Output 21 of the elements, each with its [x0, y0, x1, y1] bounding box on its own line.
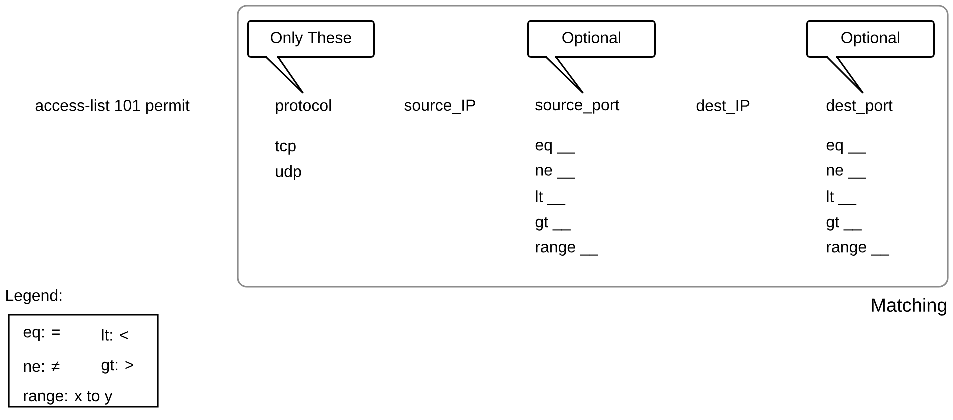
option-text: lt __ — [827, 190, 857, 206]
option-text: udp — [276, 166, 302, 180]
option-text: range __ — [827, 244, 890, 256]
option-text: range __ — [536, 244, 599, 256]
command-text: access-list 101 permit — [36, 100, 190, 114]
option-text: gt __ — [826, 217, 862, 231]
node-label: Legend: — [6, 290, 62, 304]
option-text: lt __ — [536, 190, 566, 206]
speech-bubble: Only These — [247, 20, 375, 94]
option-text: ne __ — [536, 167, 576, 179]
option-text: eq __ — [536, 142, 576, 154]
option-text: eq __ — [826, 142, 866, 154]
field-name: dest_IP — [696, 100, 750, 114]
option-text: tcp — [275, 141, 296, 155]
option-text: gt __ — [536, 217, 571, 231]
legend-box: Legend: eq: = lt: < ne: ≠ gt: > range: x to y — [6, 290, 159, 408]
speech-bubble: Optional — [806, 20, 935, 94]
node-label: Matching — [872, 298, 947, 316]
option-text: ne __ — [827, 167, 866, 179]
field-name: source_IP — [404, 100, 476, 114]
speech-bubble: Optional — [527, 20, 656, 94]
